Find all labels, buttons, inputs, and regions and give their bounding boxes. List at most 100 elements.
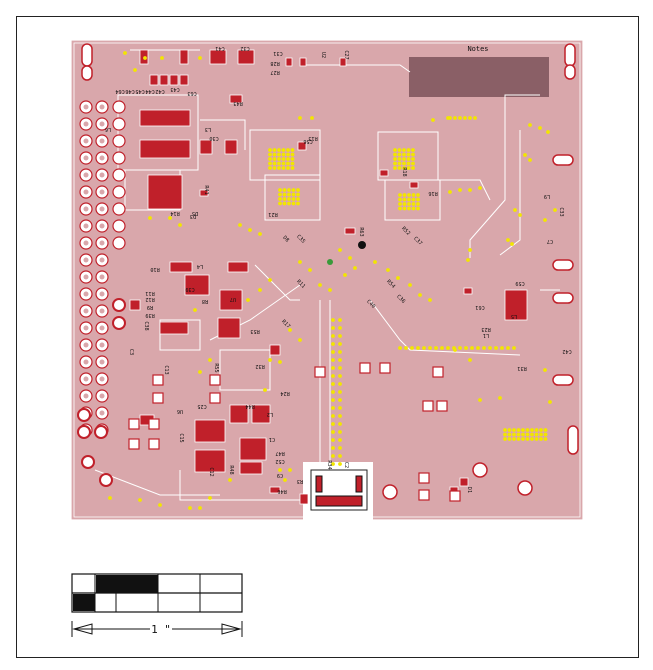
ref-designator: C45 [135,88,144,94]
ref-designator: C30 [209,135,218,141]
via [268,358,272,362]
ref-designator: C56 [303,138,312,144]
ref-designator: R43 [233,100,242,106]
ref-designator: C12 [208,467,214,476]
via [268,161,272,166]
ref-designator: R8 [202,298,208,304]
via [386,268,390,272]
mounting-hole [81,43,93,67]
via [188,506,192,510]
via [296,197,300,201]
via [393,157,397,161]
via [133,68,137,72]
header-pin-hole [99,155,105,161]
via [411,202,416,206]
header-pin-hole [83,172,89,178]
via [296,192,300,197]
via [338,462,342,466]
via [408,283,412,287]
via [282,197,287,201]
header-pin-hole [83,240,89,246]
through-hole-pad [359,362,371,374]
mounting-hole [552,259,574,271]
via [393,148,397,152]
via [272,166,277,170]
via [397,161,402,166]
via [528,123,532,127]
via [296,188,300,192]
notes-label: Notes [467,45,488,53]
via [208,358,212,362]
via [331,390,335,394]
through-hole-pad [418,472,430,484]
via [528,158,532,162]
via [448,190,452,194]
ref-designator: C43 [170,86,179,92]
via [278,192,282,197]
via [525,432,530,437]
pad [159,74,169,86]
ref-designator: R54 [385,279,396,290]
via [500,346,504,350]
via [278,188,282,192]
pad [209,49,227,65]
silk-outline [384,179,441,221]
via [272,157,277,161]
via [331,374,335,378]
via [416,197,420,202]
header-pin-hole [99,206,105,212]
through-hole-pad [209,374,221,386]
trace [179,470,300,501]
via [287,201,291,206]
pad [217,317,241,339]
ref-designator: R18 [401,167,407,176]
silk-outline [159,319,201,351]
via [258,232,262,236]
ref-designator: U2 [320,52,326,58]
through-hole-pad [314,366,326,378]
via [331,446,335,450]
ref-designator: L1 [483,332,489,338]
via [331,358,335,362]
pad [463,287,473,295]
via [402,161,406,166]
via [338,414,342,418]
pad [339,57,347,67]
header-pin-hole [83,393,89,399]
via [338,318,342,322]
ref-designator: R12 [145,296,154,302]
header-pin-hole [83,189,89,195]
via [338,358,342,362]
via [298,338,302,342]
via [178,223,182,227]
header-pin-hole [99,104,105,110]
ref-designator: R14 [170,210,179,216]
pad [219,289,243,311]
via [338,430,342,434]
via [291,188,296,192]
via [534,437,539,441]
via [343,273,347,277]
via [338,446,342,450]
via [398,202,402,206]
ref-designator: R48 [228,465,234,474]
via [291,197,296,201]
via [287,192,291,197]
component-pads [77,49,528,505]
ref-designator: R23 [481,326,490,332]
via [277,166,281,170]
ref-designator: C35 [295,234,306,245]
pad [229,404,249,424]
via [407,206,411,211]
trace [254,264,300,301]
pad [239,461,263,475]
via [418,293,422,297]
header-pin-hole [99,342,105,348]
silk-outline [219,349,271,391]
via [416,193,420,197]
through-hole-pad [209,392,221,404]
via [208,496,212,500]
ref-designator: R11 [295,279,306,290]
pad [379,169,389,177]
via [494,346,498,350]
